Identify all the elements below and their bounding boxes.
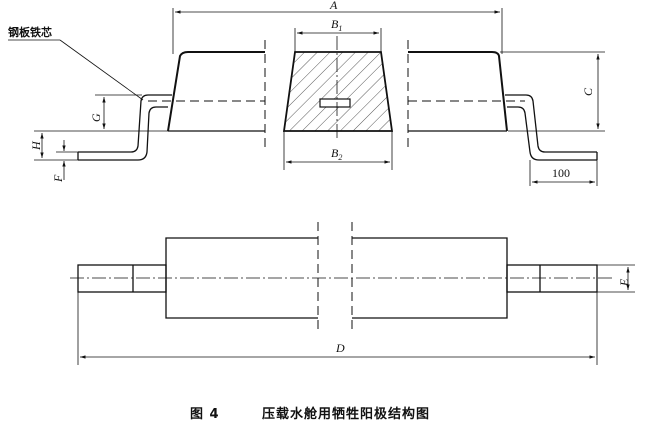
- section-hatched: [282, 51, 394, 132]
- figure-title: 压载水舱用牺牲阳极结构图: [262, 406, 430, 422]
- left-anode-body: [167, 51, 265, 132]
- left-core-leg: [78, 94, 172, 153]
- figure-number: 图 4: [190, 407, 220, 422]
- core-leader-diagonal: [59, 39, 144, 101]
- dim-A-label: A: [329, 0, 338, 12]
- dim-E-label: E: [617, 278, 631, 287]
- left-core-bar: [77, 264, 167, 293]
- dim-G-label: G: [89, 113, 103, 122]
- right-core-leg: [505, 94, 597, 153]
- dim-H-label: H: [29, 140, 43, 151]
- right-core-leg-inner: [507, 106, 597, 161]
- core-section: [319, 98, 351, 108]
- core-label: 钢板铁芯: [8, 25, 52, 39]
- elevation-view: A B1 B2 C 100 G H F: [8, 0, 605, 186]
- dim-D-label: D: [335, 341, 345, 355]
- right-anode-body: [408, 51, 508, 132]
- dim-B2-label: B2: [331, 146, 342, 162]
- plan-view: E D: [70, 222, 635, 365]
- right-core-bar: [506, 264, 598, 293]
- dim-B1-label: B1: [331, 17, 342, 33]
- dim-100-label: 100: [552, 166, 570, 180]
- dim-C-label: C: [581, 87, 595, 96]
- dim-F-label: F: [51, 174, 65, 183]
- left-core-leg-inner: [78, 106, 168, 161]
